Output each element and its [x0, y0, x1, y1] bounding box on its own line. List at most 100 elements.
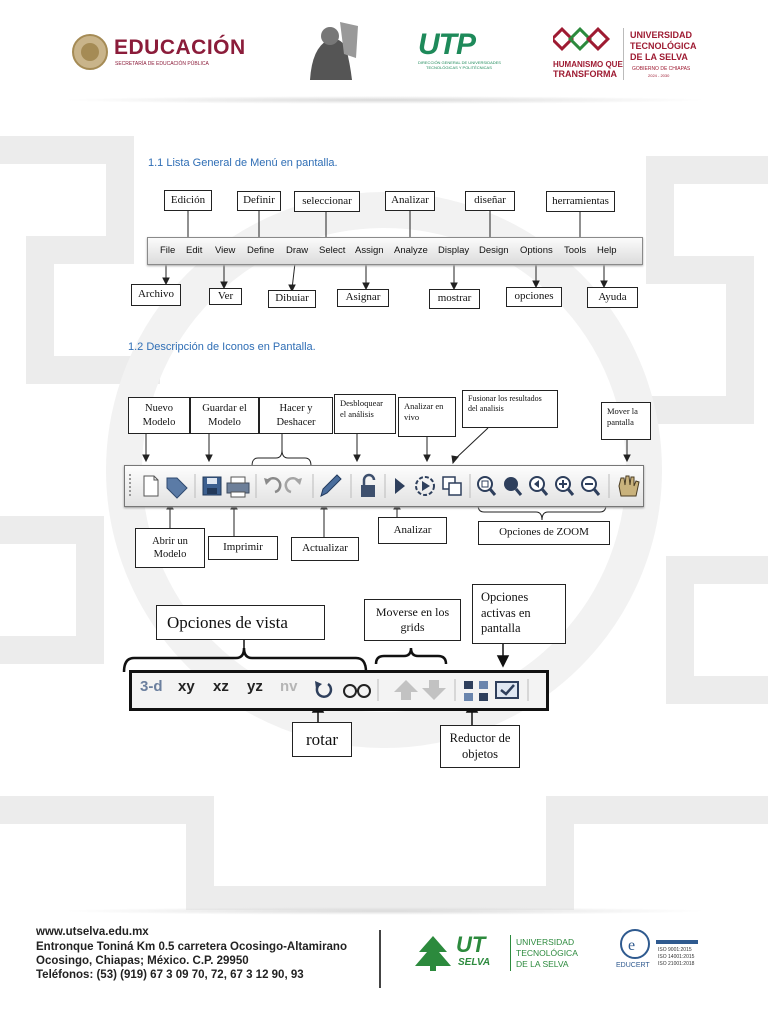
gobierno-years: 2024 - 2030: [648, 73, 670, 78]
educacion-subtitle: SECRETARÍA DE EDUCACIÓN PÚBLICA: [115, 61, 209, 67]
view-yz-button[interactable]: yz: [247, 678, 263, 695]
undo-icon[interactable]: [264, 477, 282, 494]
analyze-run-icon[interactable]: [395, 478, 405, 494]
view-xz-button[interactable]: xz: [213, 678, 229, 695]
label-nuevo-modelo: Nuevo Modelo: [128, 397, 190, 434]
svg-text:e: e: [628, 937, 635, 954]
rotate-icon[interactable]: [315, 681, 333, 698]
label-dibujar: Dibuiar: [268, 290, 316, 308]
unlock-icon[interactable]: [361, 473, 376, 497]
header-divider: [623, 28, 624, 80]
gobierno-text: GOBIERNO DE CHIAPAS: [632, 66, 691, 72]
label-disenar: diseñar: [465, 191, 515, 211]
footer-phones: Teléfonos: (53) (919) 67 3 09 70, 72, 67…: [36, 969, 304, 981]
footer-shadow: [60, 907, 710, 915]
uts-line2: TECNOLÓGICA: [630, 41, 697, 51]
label-ayuda: Ayuda: [587, 287, 638, 308]
menu-file[interactable]: File: [160, 245, 176, 256]
view-xy-button[interactable]: xy: [178, 678, 195, 695]
label-herramientas: herramientas: [546, 191, 615, 212]
grid-down-arrow-icon[interactable]: [422, 680, 446, 700]
certification-bar: [656, 940, 698, 944]
zoom-all-icon[interactable]: [504, 477, 523, 496]
label-abrir-modelo: Abrir un Modelo: [135, 528, 205, 568]
menu-assign[interactable]: Assign: [355, 245, 384, 256]
view-toolbar: 3-d xy xz yz nv: [129, 670, 549, 711]
label-asignar: Asignar: [337, 289, 389, 307]
label-analizar-vivo: Analizar en vivo: [398, 397, 456, 437]
mexico-seal-icon: [72, 34, 108, 70]
redo-icon[interactable]: [284, 477, 302, 494]
footer-iso-1: ISO 9001:2015: [658, 947, 692, 953]
open-model-icon[interactable]: [166, 477, 188, 499]
label-zoom-opciones: Opciones de ZOOM: [478, 521, 610, 545]
zoom-in-icon[interactable]: [555, 476, 575, 496]
footer-ut-logo: UT: [456, 932, 486, 957]
menu-bar: File Edit View Define Draw Select Assign…: [147, 237, 643, 265]
menu-tools[interactable]: Tools: [564, 245, 587, 256]
menu-design[interactable]: Design: [479, 245, 509, 256]
label-actualizar: Actualizar: [291, 537, 359, 561]
menu-display[interactable]: Display: [438, 245, 470, 256]
footer-selva-logo: SELVA: [458, 957, 491, 968]
glasses-icon[interactable]: [343, 684, 371, 698]
active-options-check-icon[interactable]: [495, 681, 519, 699]
humanismo-line2: TRANSFORMA: [553, 69, 617, 79]
label-opciones-vista: Opciones de vista: [156, 605, 325, 640]
menu-edit[interactable]: Edit: [186, 245, 203, 256]
label-fusionar: Fusionar los resultados del analisis: [462, 390, 558, 428]
object-shrink-icon[interactable]: [464, 681, 488, 701]
update-pencil-icon[interactable]: [320, 474, 342, 497]
label-mostrar: mostrar: [429, 289, 480, 309]
label-desbloquear: Desbloquear el análisis: [334, 394, 396, 434]
section-2-title: 1.2 Descripción de Iconos en Pantalla.: [128, 341, 316, 353]
label-rotar: rotar: [292, 722, 352, 757]
new-model-icon[interactable]: [143, 475, 159, 497]
footer-divider: [379, 930, 381, 988]
label-opciones-activas: Opciones activas en pantalla: [472, 584, 566, 644]
menu-view[interactable]: View: [215, 245, 236, 256]
footer-uni-1: UNIVERSIDAD: [516, 937, 575, 947]
label-archivo: Archivo: [131, 284, 181, 306]
footer-iso-3: ISO 21001:2018: [658, 961, 695, 967]
utp-sub1: DIRECCIÓN GENERAL DE UNIVERSIDADES: [418, 60, 501, 65]
label-seleccionar: seleccionar: [294, 191, 360, 212]
utp-logo: UTP: [418, 28, 476, 61]
header-shadow: [60, 96, 710, 104]
zoom-window-icon[interactable]: [477, 476, 497, 496]
label-ver: Ver: [209, 288, 242, 305]
menu-draw[interactable]: Draw: [286, 245, 309, 256]
footer-address-2: Ocosingo, Chiapas; México. C.P. 29950: [36, 955, 249, 967]
label-imprimir: Imprimir: [208, 536, 278, 560]
zoom-out-icon[interactable]: [581, 476, 601, 496]
label-hacer-deshacer: Hacer y Deshacer: [259, 397, 333, 434]
view-3d-button[interactable]: 3-d: [140, 678, 163, 695]
selva-tree-icon: [415, 936, 451, 971]
educacion-title: EDUCACIÓN: [114, 36, 246, 59]
print-icon[interactable]: [226, 476, 250, 498]
menu-options[interactable]: Options: [520, 245, 553, 256]
grid-up-arrow-icon[interactable]: [394, 680, 418, 700]
footer-logo-divider: [510, 935, 511, 971]
footer-website[interactable]: www.utselva.edu.mx: [36, 926, 149, 938]
footer-uni-2: TECNOLÓGICA: [516, 948, 578, 958]
label-edicion: Edición: [164, 190, 212, 211]
menu-select[interactable]: Select: [319, 245, 346, 256]
zoom-previous-icon[interactable]: [529, 476, 549, 496]
view-nv-button[interactable]: nv: [280, 678, 298, 695]
footer-address-1: Entronque Toniná Km 0.5 carretera Ocosin…: [36, 941, 347, 953]
save-model-icon[interactable]: [202, 476, 222, 496]
humanismo-line1: HUMANISMO QUE: [553, 60, 623, 69]
label-mover-pantalla: Mover la pantalla: [601, 402, 651, 440]
menu-define[interactable]: Define: [247, 245, 275, 256]
menu-help[interactable]: Help: [597, 245, 617, 256]
section-1-title: 1.1 Lista General de Menú en pantalla.: [148, 157, 338, 169]
analyze-live-icon[interactable]: [415, 476, 435, 496]
educert-logo-icon: e: [620, 929, 650, 959]
label-definir: Definir: [237, 191, 281, 211]
uts-line1: UNIVERSIDAD: [630, 30, 693, 40]
menu-analyze[interactable]: Analyze: [394, 245, 428, 256]
pan-hand-icon[interactable]: [618, 475, 640, 497]
merge-results-icon[interactable]: [442, 476, 462, 496]
